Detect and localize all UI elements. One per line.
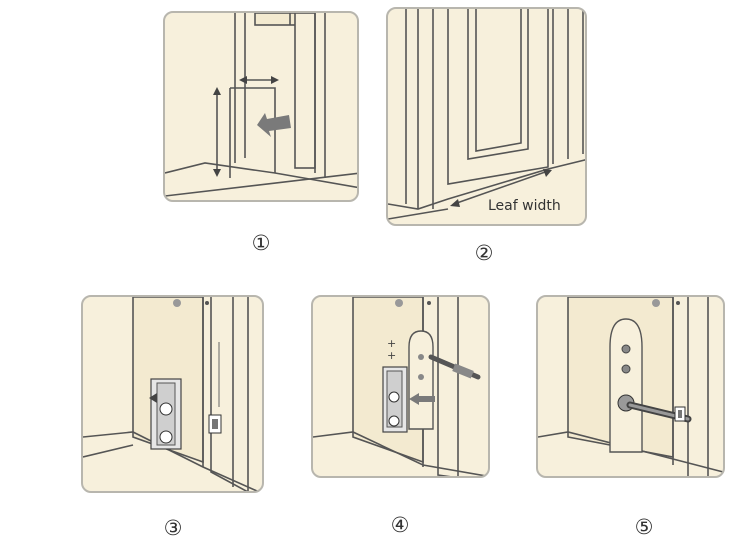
step-5-panel	[536, 295, 725, 478]
step-3-number: ③	[163, 516, 183, 540]
step-4-number: ④	[390, 513, 410, 537]
step-5-number: ⑤	[634, 515, 654, 539]
step-2-illustration: Leaf width	[388, 9, 585, 220]
step-5-illustration	[538, 297, 723, 476]
step-1-panel	[163, 11, 359, 202]
step-2-panel: Leaf width	[386, 7, 587, 226]
step-2-number: ②	[474, 241, 494, 265]
plus-marker-icon: +	[387, 349, 396, 362]
leaf-width-label: Leaf width	[488, 198, 561, 214]
step-1-illustration	[165, 13, 357, 197]
step-3-panel	[81, 295, 264, 493]
pointer-arrow-icon	[149, 393, 157, 403]
escutcheon-plate	[609, 318, 643, 453]
step-4-illustration: + +	[313, 297, 488, 476]
screw-icon	[173, 299, 181, 307]
step-3-illustration	[83, 297, 259, 491]
step-1-number: ①	[251, 231, 271, 255]
step-4-panel: + +	[311, 295, 490, 478]
screw-icon	[621, 344, 631, 354]
plus-marker-icon: +	[387, 337, 396, 350]
pointer-arrow-icon	[409, 393, 435, 405]
leaf-width-arrow	[453, 170, 549, 205]
pointer-arrow-icon	[257, 113, 291, 137]
screw-icon	[621, 364, 631, 374]
